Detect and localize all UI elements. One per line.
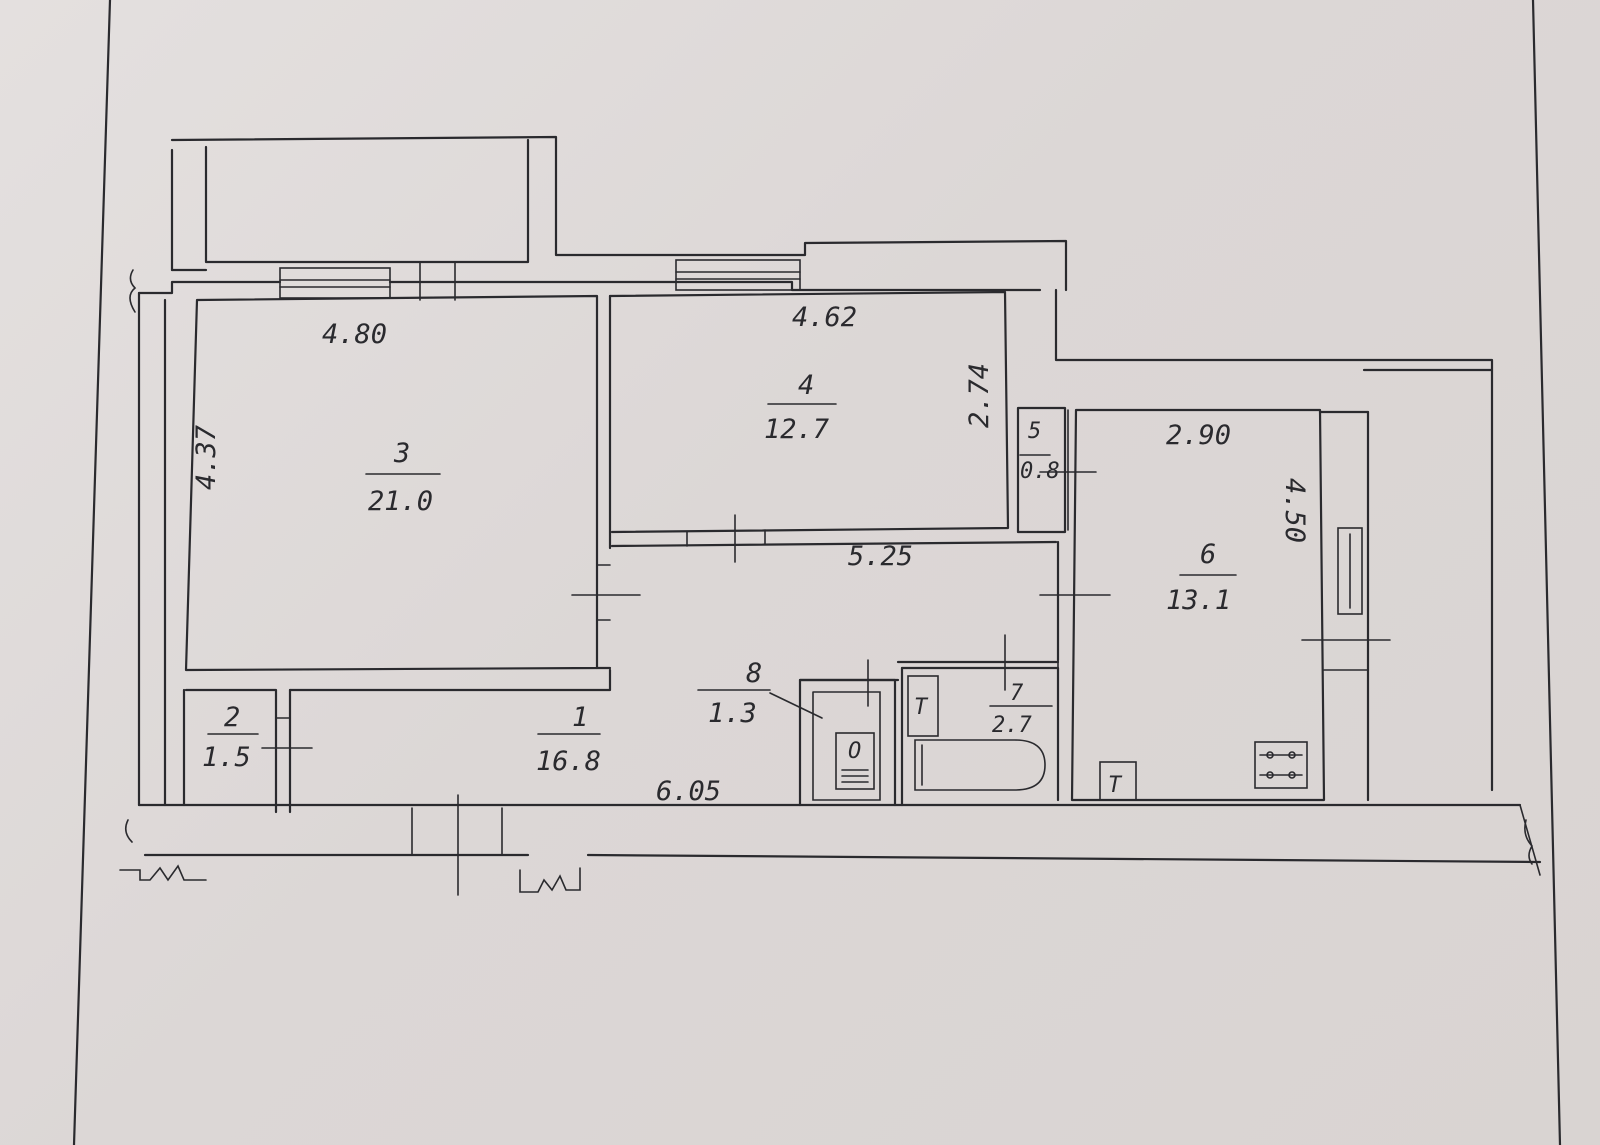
room-5-outline — [1016, 406, 1097, 534]
toilet-symbol: O — [848, 739, 861, 764]
room-8-number: 8 — [746, 658, 762, 689]
room-5-number: 5 — [1028, 419, 1041, 444]
fraction-bars — [207, 403, 1237, 735]
room-3-outline — [184, 294, 641, 672]
room-3-number: 3 — [393, 438, 410, 469]
outer-walls — [119, 269, 1542, 893]
room-6-number: 6 — [1200, 539, 1216, 570]
windows — [279, 259, 1363, 896]
room-2-outline — [182, 688, 313, 814]
balcony — [170, 135, 1068, 292]
hall-width-dimension: 5.25 — [848, 541, 913, 572]
sink-fixture — [1254, 741, 1308, 789]
room-3-area: 21.0 — [368, 486, 433, 517]
room-4-area: 12.7 — [764, 414, 829, 445]
room-2-area: 1.5 — [202, 742, 251, 773]
toilet-fixture — [835, 732, 875, 790]
room-7-area: 2.7 — [992, 713, 1032, 738]
stove-fixture — [1099, 761, 1137, 801]
room-2-number: 2 — [224, 702, 240, 733]
room-8-area: 1.3 — [708, 698, 757, 729]
room-4-outline — [608, 290, 1058, 563]
room-4-number: 4 — [798, 370, 814, 401]
room-1-length-dimension: 6.05 — [656, 776, 721, 807]
room-3-depth-dimension: 4.37 — [191, 425, 222, 490]
room-6-width-dimension: 2.90 — [1166, 420, 1231, 451]
room-4-depth-dimension: 2.74 — [964, 363, 995, 428]
room-6-outline — [1039, 408, 1391, 802]
room-7-number: 7 — [1010, 681, 1024, 706]
room-6-depth-dimension: 4.50 — [1279, 478, 1310, 543]
room-4-width-dimension: 4.62 — [792, 302, 857, 333]
stove-symbol: T — [1108, 773, 1123, 798]
room-5-area: 0.8 — [1020, 459, 1060, 484]
room-1-area: 16.8 — [536, 746, 601, 777]
bath-tap-symbol: T — [914, 695, 929, 720]
room-8-outline — [769, 659, 897, 807]
room-1-number: 1 — [572, 702, 588, 733]
room-3-width-dimension: 4.80 — [322, 319, 387, 350]
sheet-frame — [72, 0, 1562, 1145]
room-6-area: 13.1 — [1166, 585, 1231, 616]
room-7-outline — [900, 666, 1060, 807]
